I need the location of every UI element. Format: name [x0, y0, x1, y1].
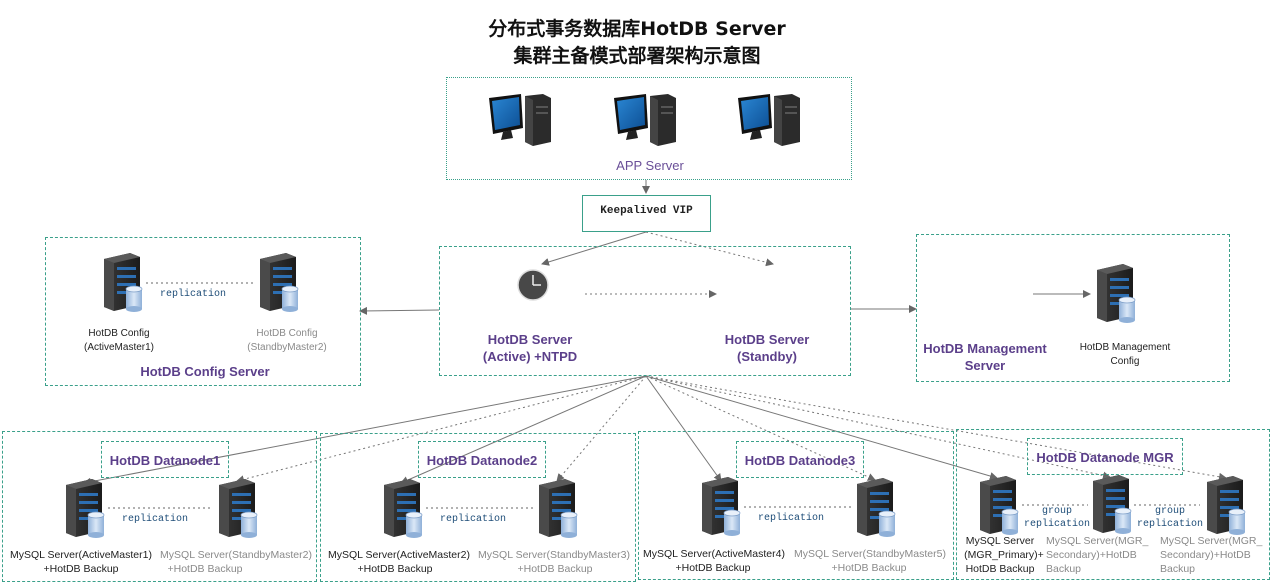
mgr-rep1-label-1: group	[1041, 506, 1072, 517]
mgr-primary-label-3: HotDB Backup	[965, 563, 1035, 575]
datanode3-group	[638, 431, 954, 580]
keepalived-vip-box	[582, 195, 711, 232]
clock-icon	[517, 269, 549, 301]
mgr-secondary1-label-1: MySQL Server(MGR_	[1046, 535, 1149, 547]
mgr-secondary2-label-2: Secondary)+HotDB	[1160, 549, 1251, 561]
datanode3-master-icon	[701, 477, 741, 537]
datanode3-standby-label-1: MySQL Server(StandbyMaster5)	[794, 548, 946, 560]
datanode1-title-box	[101, 441, 229, 478]
datanode-mgr-title-box	[1027, 438, 1183, 475]
config-master2-label-1: HotDB Config	[256, 328, 318, 339]
datanode1-group	[2, 431, 317, 582]
datanode3-master-label-1: MySQL Server(ActiveMaster4)	[643, 548, 785, 560]
hotdb-standby-icon	[720, 268, 826, 326]
datanode-mgr-group	[956, 429, 1270, 580]
datanode2-master-label-1: MySQL Server(ActiveMaster2)	[328, 549, 470, 561]
datanode1-master-label-1: MySQL Server(ActiveMaster1)	[10, 549, 152, 561]
config-master2-icon	[259, 253, 299, 313]
management-config-icon	[1096, 264, 1136, 324]
config-replication-label: replication	[159, 289, 226, 300]
management-server-icon	[930, 264, 1036, 322]
config-master1-label-2: (ActiveMaster1)	[83, 342, 154, 353]
config-master1-label-1: HotDB Config	[88, 328, 150, 339]
management-server-label-2: Server	[964, 358, 1006, 373]
datanode1-standby-label-2: +HotDB Backup	[167, 563, 243, 575]
hotdb-standby-label-1: HotDB Server	[724, 332, 810, 347]
config-server-group	[45, 237, 361, 386]
app-pc-2-icon	[614, 94, 676, 146]
datanode2-standby-label-1: MySQL Server(StandbyMaster3)	[478, 549, 630, 561]
mgr-rep1-label-2: replication	[1023, 519, 1090, 530]
config-server-title: HotDB Config Server	[140, 364, 270, 379]
datanode2-standby-icon	[538, 479, 578, 539]
datanode2-replication-label: replication	[439, 514, 506, 525]
mgr-secondary1-label-3: Backup	[1046, 563, 1082, 575]
datanode2-title-box	[418, 441, 546, 478]
hotdb-active-label-2: (Active) +NTPD	[482, 349, 578, 364]
config-master2-label-2: (StandbyMaster2)	[247, 342, 327, 353]
vip-to-standby-line	[645, 231, 774, 267]
app-server-label: APP Server	[616, 158, 684, 173]
datanode1-master-label-2: +HotDB Backup	[43, 563, 119, 575]
mgr-rep2-label-1: group	[1154, 506, 1185, 517]
datanode2-master-label-2: +HotDB Backup	[357, 563, 433, 575]
datanode3-master-label-2: +HotDB Backup	[675, 562, 751, 574]
mgr-primary-icon	[979, 476, 1019, 536]
diagram-subtitle: 集群主备模式部署架构示意图	[513, 45, 761, 67]
datanode1-standby-label-1: MySQL Server(StandbyMaster2)	[160, 549, 312, 561]
mgr-rep2-label-2: replication	[1136, 519, 1203, 530]
management-config-label-2: Config	[1110, 356, 1140, 367]
mgr-primary-label-2: (MGR_Primary)+	[964, 549, 1044, 561]
hotdb-active-label-1: HotDB Server	[487, 332, 573, 347]
diagram-title: 分布式事务数据库HotDB Server	[488, 18, 786, 40]
datanode2-master-icon	[383, 479, 423, 539]
hotdb-standby-label-2: (Standby)	[737, 349, 797, 364]
app-server-group	[446, 77, 852, 180]
datanode2-standby-label-2: +HotDB Backup	[517, 563, 593, 575]
datanode1-replication-label: replication	[121, 514, 188, 525]
datanode2-title: HotDB Datanode2	[426, 453, 538, 468]
management-config-label-1: HotDB Management	[1079, 342, 1171, 353]
datanode3-title-box	[736, 441, 864, 478]
datanode3-title: HotDB Datanode3	[744, 453, 856, 468]
datanode3-standby-icon	[856, 478, 896, 538]
mgr-primary-label-1: MySQL Server	[965, 535, 1035, 547]
management-server-label-1: HotDB Management	[923, 341, 1047, 356]
datanode-mgr-title: HotDB Datanode MGR	[1036, 450, 1174, 465]
app-pc-1-icon	[489, 94, 551, 146]
datanode3-standby-label-2: +HotDB Backup	[831, 562, 907, 574]
mgr-secondary2-label-3: Backup	[1160, 563, 1196, 575]
datanode1-title: HotDB Datanode1	[109, 453, 221, 468]
datanode3-replication-label: replication	[757, 513, 824, 524]
hotdb-server-group	[439, 246, 851, 376]
datanode2-group	[320, 433, 636, 582]
config-master1-icon	[103, 253, 143, 313]
mgr-secondary1-label-2: Secondary)+HotDB	[1046, 549, 1137, 561]
mgr-secondary2-label-1: MySQL Server(MGR_	[1160, 535, 1263, 547]
hotdb-to-config-line	[359, 306, 440, 315]
keepalived-vip-label: Keepalived VIP	[600, 205, 693, 217]
datanode1-standby-icon	[218, 479, 258, 539]
datanode1-master-icon	[65, 479, 105, 539]
vip-to-active-line	[541, 231, 647, 266]
app-pc-3-icon	[738, 94, 800, 146]
management-group	[916, 234, 1230, 382]
